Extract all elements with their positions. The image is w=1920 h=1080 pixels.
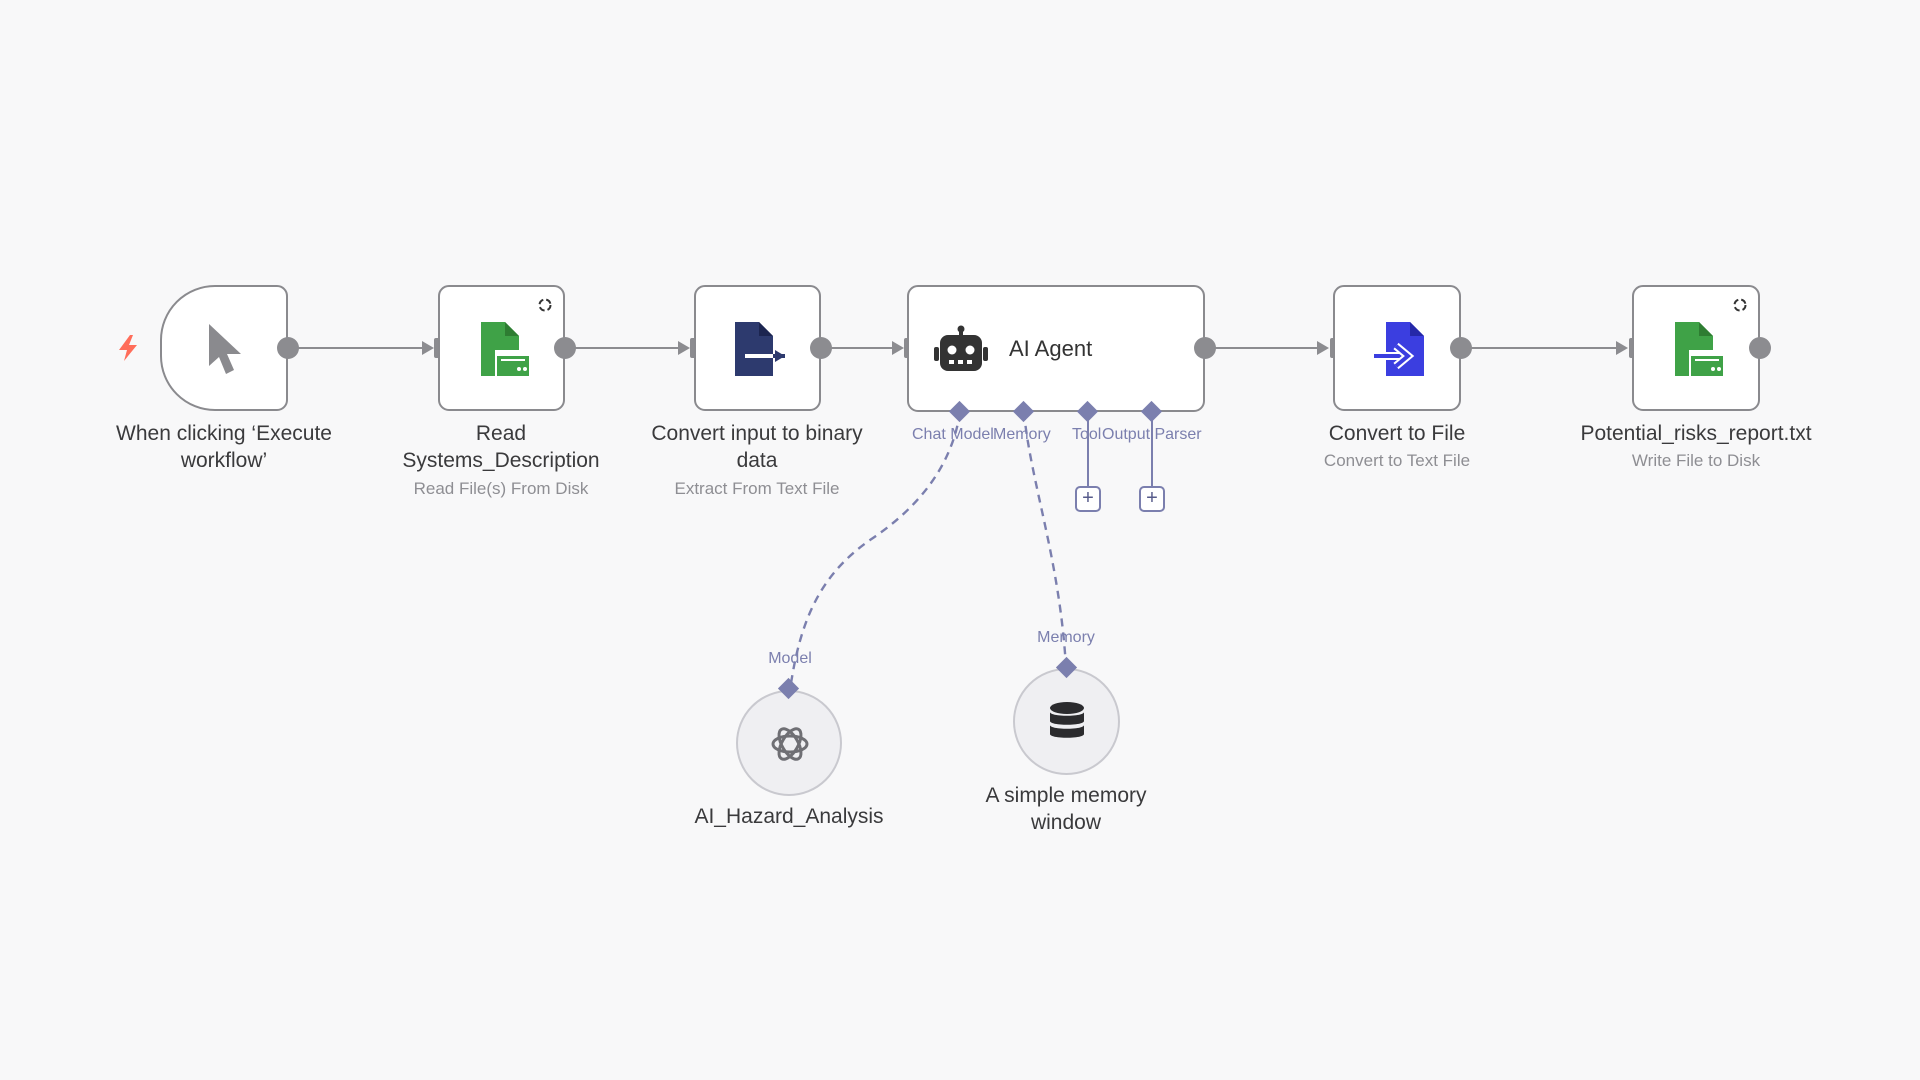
lightning-icon xyxy=(119,335,137,361)
file-extract-icon xyxy=(730,319,790,379)
add-output-parser-button[interactable]: + xyxy=(1139,486,1165,512)
arrowhead xyxy=(1317,341,1329,355)
memory-node-port-label: Memory xyxy=(1037,629,1095,646)
connection-agent-model[interactable] xyxy=(788,411,962,691)
simple-memory-node[interactable] xyxy=(1013,668,1120,775)
ai-hazard-analysis-node[interactable] xyxy=(736,690,842,796)
database-icon xyxy=(1047,700,1087,746)
trigger-output-handle[interactable] xyxy=(277,337,299,359)
output-parser-port-label: Output Parser xyxy=(1102,426,1202,443)
model-node-port-label: Model xyxy=(768,650,812,667)
read-output-handle[interactable] xyxy=(554,337,576,359)
extract-output-handle[interactable] xyxy=(810,337,832,359)
ai-agent-title: AI Agent xyxy=(1009,336,1093,361)
extract-subtitle: Extract From Text File xyxy=(674,479,840,498)
extract-node[interactable] xyxy=(694,285,821,411)
chat-model-port-label: Chat Model xyxy=(912,426,994,443)
trigger-title: When clicking ‘Execute workflow’ xyxy=(116,422,332,472)
convert-subtitle: Convert to Text File xyxy=(1323,451,1471,470)
connection-agent-memory[interactable] xyxy=(1022,411,1068,669)
agent-output-handle[interactable] xyxy=(1194,337,1216,359)
refresh-icon xyxy=(538,298,552,312)
trigger-node[interactable] xyxy=(160,285,288,411)
convert-output-handle[interactable] xyxy=(1450,337,1472,359)
refresh-icon xyxy=(1733,298,1747,312)
write-file-title: Potential_risks_report.txt xyxy=(1580,422,1812,445)
file-write-icon xyxy=(1667,319,1727,379)
arrowhead xyxy=(892,341,904,355)
memory-node-title: A simple memory window xyxy=(985,784,1147,834)
add-tool-button[interactable]: + xyxy=(1075,486,1101,512)
robot-icon xyxy=(933,325,989,375)
memory-port-label: Memory xyxy=(993,426,1051,443)
openai-icon xyxy=(768,722,812,766)
write-file-subtitle: Write File to Disk xyxy=(1631,451,1761,470)
read-file-subtitle: Read File(s) From Disk xyxy=(413,479,589,498)
read-file-title: Read Systems_Description xyxy=(402,422,600,472)
write-file-node[interactable] xyxy=(1632,285,1760,411)
tool-port-label: Tool xyxy=(1072,426,1102,443)
model-node-title: AI_Hazard_Analysis xyxy=(694,805,884,828)
file-read-icon xyxy=(473,319,533,379)
convert-node[interactable] xyxy=(1333,285,1461,411)
read-file-node[interactable] xyxy=(438,285,565,411)
cursor-arrow-icon xyxy=(200,321,250,377)
convert-title: Convert to File xyxy=(1328,422,1466,445)
write-output-handle[interactable] xyxy=(1749,337,1771,359)
ai-agent-node[interactable]: AI Agent xyxy=(907,285,1205,412)
arrowhead xyxy=(1616,341,1628,355)
arrowhead xyxy=(678,341,690,355)
arrowhead xyxy=(422,341,434,355)
extract-title: Convert input to binary data xyxy=(651,422,863,472)
file-convert-icon xyxy=(1369,319,1429,379)
